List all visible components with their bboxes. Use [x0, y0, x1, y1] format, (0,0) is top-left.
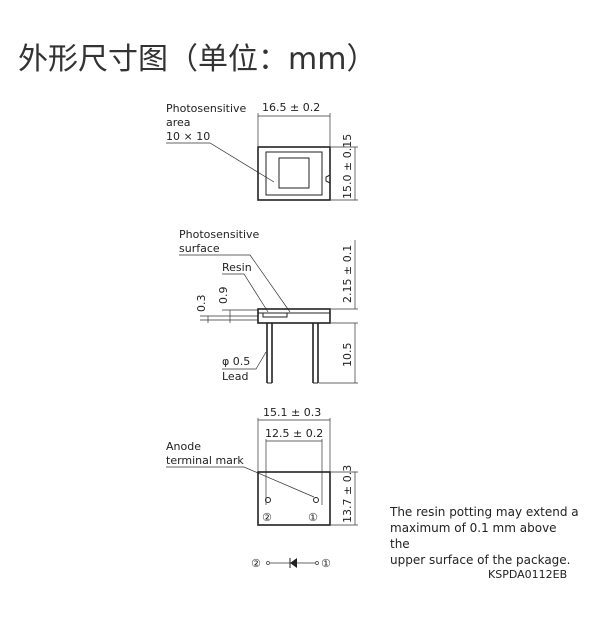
note-line3: upper surface of the package. [390, 553, 571, 567]
bottom-pin2-label: ② [262, 511, 272, 524]
side-thickness-dim: 2.15 ± 0.1 [341, 245, 354, 303]
bottom-view: 15.1 ± 0.3 12.5 ± 0.2 Anode terminal mar… [166, 406, 358, 526]
symbol-pin2: ② [251, 557, 261, 570]
top-photosensitive-area [278, 157, 310, 189]
side-resin-label: Resin [222, 261, 252, 274]
bottom-pin2-hole [265, 497, 271, 503]
bottom-outer-dim: 15.1 ± 0.3 [263, 406, 321, 419]
side-lead-leader [222, 351, 267, 370]
top-notch [325, 174, 331, 184]
resin-note: The resin potting may extend a maximum o… [390, 504, 580, 568]
bottom-anode-line2: terminal mark [166, 454, 244, 467]
bottom-pin1-hole [313, 497, 319, 503]
symbol-pin1: ① [321, 557, 331, 570]
bottom-height-dim: 13.7 ± 0.3 [341, 465, 354, 523]
top-label-line3: 10 × 10 [166, 130, 210, 143]
note-line1: The resin potting may extend a [390, 505, 579, 519]
top-view: Photosensitive area 10 × 10 16.5 ± 0.2 1… [166, 101, 358, 201]
top-inner-frame [265, 151, 323, 196]
symbol-node-left [266, 561, 270, 565]
side-surface-leader [179, 254, 291, 313]
side-dim-03: 0.3 [195, 295, 208, 313]
side-chip [262, 312, 288, 318]
top-width-dim: 16.5 ± 0.2 [262, 101, 320, 114]
side-surface-line2: surface [179, 242, 220, 255]
bottom-anode-leader [166, 466, 315, 498]
diode-symbol: ② ① [251, 557, 331, 570]
note-line2: maximum of 0.1 mm above the [390, 521, 557, 551]
symbol-node-right [315, 561, 319, 565]
side-lead-label: Lead [222, 370, 248, 383]
side-lead-length-dim: 10.5 [341, 343, 354, 368]
bottom-anode-line1: Anode [166, 440, 201, 453]
top-area-leader [166, 142, 275, 183]
symbol-diode-triangle [290, 558, 297, 568]
top-label-line2: area [166, 116, 191, 129]
side-surface-line1: Photosensitive [179, 228, 260, 241]
side-lead-dia: φ 0.5 [222, 355, 250, 368]
bottom-inner-dim: 12.5 ± 0.2 [265, 427, 323, 440]
top-height-dim: 15.0 ± 0.15 [341, 134, 354, 199]
bottom-pin1-label: ① [308, 511, 318, 524]
drawing-code: KSPDA0112EB [488, 568, 568, 581]
bottom-package-outline [257, 471, 331, 526]
top-label-line1: Photosensitive [166, 102, 247, 115]
page-title: 外形尺寸图（单位：mm） [18, 42, 377, 77]
side-package-body [257, 308, 331, 324]
side-view: Photosensitive surface Resin 0.3 0.9 φ 0… [179, 228, 358, 384]
side-dim-09: 0.9 [217, 287, 230, 305]
side-resin-leader [222, 273, 269, 313]
top-package-outline [257, 146, 331, 201]
